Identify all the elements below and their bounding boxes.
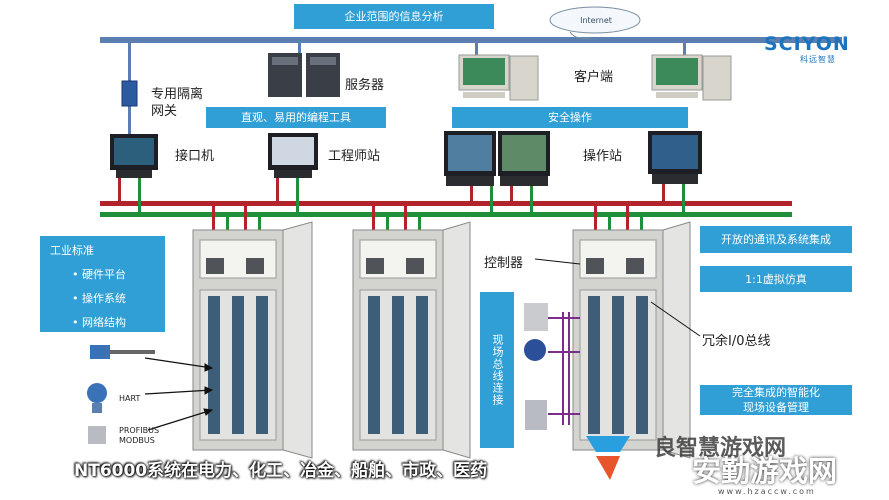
caption-text: NT6000系统在电力、化工、冶金、船舶、市政、医药 xyxy=(74,461,488,481)
workstation-monitors xyxy=(110,131,702,186)
controller-cabinet-2 xyxy=(352,221,471,459)
field-arrows xyxy=(144,357,214,431)
enterprise-info-analysis-box: 企业范围的信息分析 xyxy=(294,4,494,29)
industry-standard-panel: 工业标准 硬件平台 操作系统 网络结构 xyxy=(40,236,165,332)
gateway-down xyxy=(128,106,131,136)
field-devices xyxy=(87,303,548,444)
workstation-drops xyxy=(118,178,685,213)
enterprise-bus xyxy=(100,37,842,43)
safe-operation-box: 安全操作 xyxy=(452,107,688,128)
internet-cloud xyxy=(549,6,641,39)
watermark-logo xyxy=(586,436,630,480)
fieldbus-connection-box: 现场总线连接 xyxy=(480,292,514,448)
interface-machine-label: 接口机 xyxy=(175,149,215,164)
cabinet-drops xyxy=(212,206,643,234)
smart-field-device-box: 完全集成的智能化 现场设备管理 xyxy=(700,385,852,415)
internet-label: Internet xyxy=(580,15,612,25)
watermark-url: www.hzaccw.com xyxy=(718,487,816,496)
profibus-modbus-label: PROFIBUS MODBUS xyxy=(119,426,160,445)
watermark-main-text: 安勤游戏网 xyxy=(692,454,838,488)
engineer-station-label: 工程师站 xyxy=(328,149,381,164)
redundant-io-bus-label: 冗余I/0总线 xyxy=(702,334,771,349)
io-leader xyxy=(650,301,701,337)
client-desktops xyxy=(458,54,732,101)
red-network-bus xyxy=(100,201,792,206)
hart-label: HART xyxy=(119,394,141,403)
sciyon-logo-sub: 科远智慧 xyxy=(800,55,836,64)
servers-label: 服务器 xyxy=(345,78,385,93)
industry-item-os: 操作系统 xyxy=(72,290,155,306)
server-drop xyxy=(298,43,301,57)
controller-leader xyxy=(534,258,581,265)
gateway-drop xyxy=(128,43,131,81)
server-towers xyxy=(268,53,340,97)
controller-cabinet-3 xyxy=(572,221,691,459)
green-network-bus xyxy=(100,212,792,217)
operator-station-label: 操作站 xyxy=(583,149,623,164)
clients-label: 客户端 xyxy=(574,70,614,85)
open-communication-box: 开放的通讯及系统集成 xyxy=(700,226,852,253)
client-drop-1 xyxy=(475,43,478,57)
industry-item-network: 网络结构 xyxy=(72,314,155,330)
controller-cabinet-1 xyxy=(192,221,313,459)
controller-label: 控制器 xyxy=(484,256,524,271)
virtual-simulation-box: 1:1虚拟仿真 xyxy=(700,266,852,292)
sciyon-logo: SCIYON xyxy=(764,33,850,55)
watermark-behind-text: 良智慧游戏网 xyxy=(654,436,787,461)
client-drop-2 xyxy=(683,43,686,57)
redundant-io-bus xyxy=(548,312,580,425)
industry-item-hardware: 硬件平台 xyxy=(72,266,155,282)
gateway-label: 专用隔离 网关 xyxy=(151,87,204,119)
gateway-device xyxy=(121,80,138,107)
industry-standard-title: 工业标准 xyxy=(50,244,94,257)
programming-tools-box: 直观、易用的编程工具 xyxy=(206,107,386,128)
